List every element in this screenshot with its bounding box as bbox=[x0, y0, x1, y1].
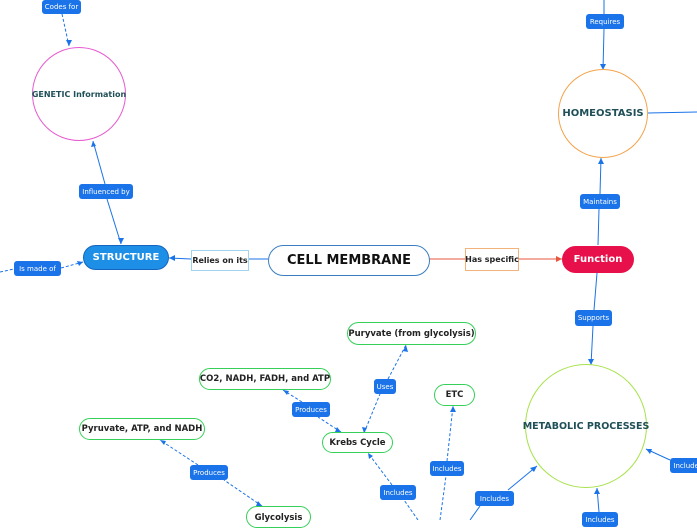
link-label-supports[interactable]: Supports bbox=[575, 310, 612, 326]
link-label-codes-for[interactable]: Codes for bbox=[42, 0, 81, 14]
node-pyruvate-atp-nadh[interactable]: Pyruvate, ATP, and NADH bbox=[79, 418, 205, 440]
link-label-uses[interactable]: Uses bbox=[374, 379, 396, 394]
link-label-produces-krebs[interactable]: Produces bbox=[292, 402, 330, 417]
link-label-includes-metabolic[interactable]: Includes bbox=[475, 491, 514, 506]
link-label-relies-on-its[interactable]: Relies on its bbox=[191, 250, 249, 271]
node-homeostasis[interactable]: HOMEOSTASIS bbox=[558, 69, 648, 158]
node-structure[interactable]: STRUCTURE bbox=[83, 245, 169, 270]
node-function[interactable]: Function bbox=[562, 246, 634, 273]
link-label-includes-right[interactable]: Includes bbox=[670, 458, 697, 473]
link-label-has-specific[interactable]: Has specific bbox=[465, 248, 519, 271]
node-etc[interactable]: ETC bbox=[434, 384, 475, 406]
link-label-requires[interactable]: Requires bbox=[586, 14, 624, 29]
link-label-includes-krebs[interactable]: Includes bbox=[380, 485, 416, 500]
link-label-produces-glycolysis[interactable]: Produces bbox=[190, 465, 228, 480]
main-topic-cell-membrane[interactable]: CELL MEMBRANE bbox=[268, 245, 430, 276]
node-krebs-cycle[interactable]: Krebs Cycle bbox=[322, 432, 393, 453]
node-metabolic-processes[interactable]: METABOLIC PROCESSES bbox=[523, 364, 649, 488]
link-label-influenced-by[interactable]: Influenced by bbox=[79, 184, 133, 199]
node-co2-nadh-fadh-atp[interactable]: CO2, NADH, FADH, and ATP bbox=[199, 368, 331, 390]
link-label-is-made-of[interactable]: Is made of bbox=[14, 261, 61, 276]
node-genetic-information[interactable]: GENETIC Information bbox=[32, 47, 126, 141]
node-pyruvate-from-glycolysis[interactable]: Puryvate (from glycolysis) bbox=[347, 322, 476, 345]
link-label-includes-etc[interactable]: Includes bbox=[430, 461, 464, 476]
link-label-maintains[interactable]: Maintains bbox=[580, 194, 620, 209]
node-glycolysis[interactable]: Glycolysis bbox=[246, 506, 311, 528]
